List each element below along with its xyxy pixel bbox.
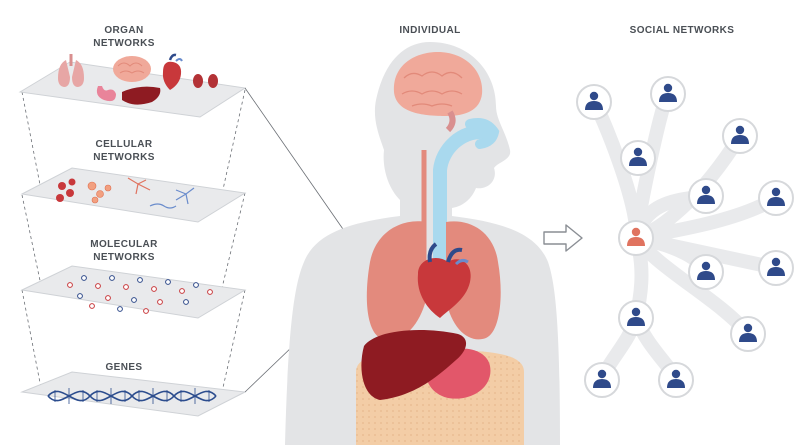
- cellular-networks-label: CELLULAR NETWORKS: [88, 138, 160, 164]
- molecular-label-line2: NETWORKS: [84, 251, 164, 264]
- cellular-label-line1: CELLULAR: [88, 138, 160, 151]
- person-node: [621, 141, 655, 175]
- brain-icon: [113, 56, 151, 82]
- genes-label: GENES: [96, 361, 152, 374]
- person-node-highlighted: [619, 221, 653, 255]
- organ-networks-plane: [20, 54, 245, 117]
- person-node: [577, 85, 611, 119]
- person-node: [759, 251, 793, 285]
- person-node: [659, 363, 693, 397]
- arrow-right-icon: [544, 225, 582, 251]
- organ-label-line1: ORGAN: [88, 24, 160, 37]
- individual-body: [245, 42, 560, 445]
- person-node: [723, 119, 757, 153]
- organ-networks-label: ORGAN NETWORKS: [88, 24, 160, 50]
- social-networks-label: SOCIAL NETWORKS: [612, 24, 752, 37]
- person-node: [651, 77, 685, 111]
- person-node: [731, 317, 765, 351]
- person-node: [619, 301, 653, 335]
- cellular-networks-plane: [22, 168, 245, 222]
- individual-label: INDIVIDUAL: [380, 24, 480, 37]
- genes-plane: [22, 372, 245, 416]
- person-node: [689, 179, 723, 213]
- person-node: [689, 255, 723, 289]
- molecular-networks-plane: [22, 266, 245, 318]
- molecular-networks-label: MOLECULAR NETWORKS: [84, 238, 164, 264]
- molecular-label-line1: MOLECULAR: [84, 238, 164, 251]
- person-node: [759, 181, 793, 215]
- social-network-graph: [577, 77, 793, 397]
- organ-label-line2: NETWORKS: [88, 37, 160, 50]
- person-node: [585, 363, 619, 397]
- cellular-label-line2: NETWORKS: [88, 151, 160, 164]
